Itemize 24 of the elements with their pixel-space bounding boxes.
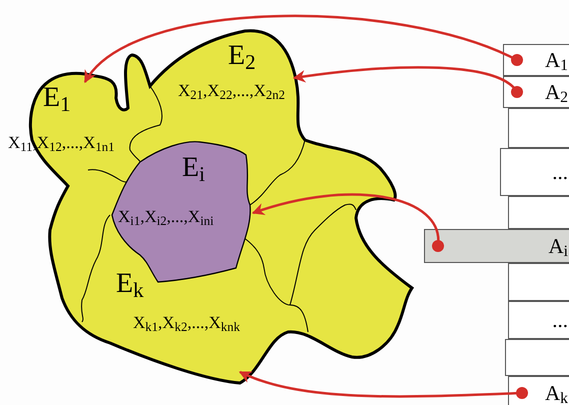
empty-box — [508, 263, 569, 301]
empty-box — [505, 339, 569, 376]
set-label: E$_{1}$ — [43, 84, 71, 112]
empty-box — [508, 196, 569, 229]
item-label: ... — [552, 310, 568, 330]
item-label: A$_{i}$ — [548, 236, 568, 256]
empty-box — [508, 108, 569, 148]
arrow — [84, 15, 523, 83]
arrow — [292, 66, 523, 98]
list-item-box — [424, 229, 569, 263]
arrow — [252, 193, 444, 252]
list-item-box — [508, 301, 569, 339]
list-item-box — [503, 44, 569, 76]
list-item-box — [503, 76, 569, 108]
item-label: A$_{k}$ — [544, 382, 568, 404]
arrow — [238, 370, 528, 399]
item-label: A$_{1}$ — [544, 50, 568, 70]
set-label: E$_{i}$ — [182, 154, 205, 182]
item-label: A$_{2}$ — [544, 82, 568, 102]
item-label: ... — [552, 162, 568, 182]
set-label: E$_{k}$ — [116, 270, 144, 298]
list-item-box — [508, 376, 569, 405]
list-item-box — [500, 148, 569, 196]
set-label: E$_{2}$ — [228, 42, 256, 70]
